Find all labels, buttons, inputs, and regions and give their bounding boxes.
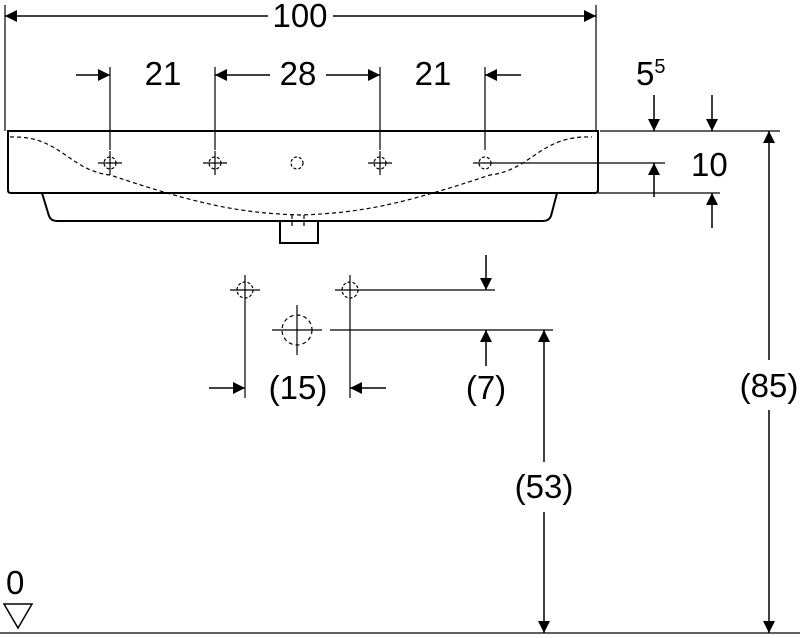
label-wall-hole-offset: (7) bbox=[466, 369, 506, 406]
label-overall-width: 100 bbox=[272, 0, 327, 34]
label-rim-height: (85) bbox=[740, 367, 799, 404]
floor-level-triangle bbox=[2, 603, 34, 630]
label-tap-spacing: 28 bbox=[280, 55, 317, 92]
extension-lines bbox=[0, 5, 800, 634]
basin-outline bbox=[7, 130, 599, 244]
label-outlet-height: (53) bbox=[515, 468, 574, 505]
label-right-tap-offset: 21 bbox=[415, 55, 452, 92]
label-top-thickness: 55 bbox=[636, 55, 665, 92]
label-tap-hole-depth: 10 bbox=[691, 146, 728, 183]
label-wall-hole-spacing: (15) bbox=[269, 369, 328, 406]
label-top-thickness-base: 5 bbox=[636, 55, 654, 92]
label-floor-level: 0 bbox=[6, 564, 24, 601]
label-top-thickness-sup: 5 bbox=[654, 56, 665, 78]
wall-connection-holes bbox=[230, 275, 368, 355]
tap-holes bbox=[98, 151, 500, 175]
label-left-tap-offset: 21 bbox=[145, 55, 182, 92]
basin-hidden-lines bbox=[9, 136, 593, 226]
dimension-lines bbox=[5, 10, 775, 633]
